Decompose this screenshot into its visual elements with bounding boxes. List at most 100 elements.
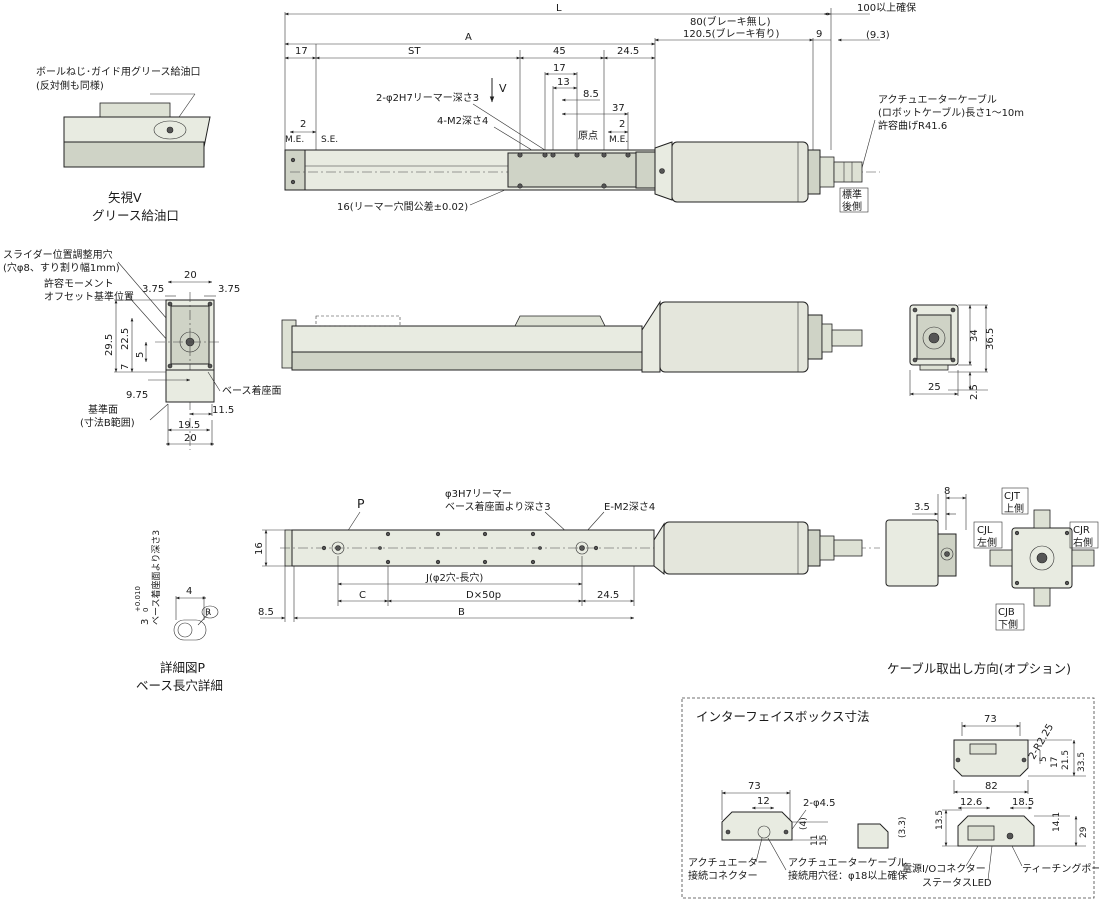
- view-v-label: V: [499, 82, 507, 95]
- ibox-act-cable-1: アクチュエーターケーブル: [788, 856, 907, 869]
- bottom-holes: [321, 531, 599, 565]
- ibox-phi45: 2-φ4.5: [803, 798, 835, 809]
- cjb-1: CJB: [998, 607, 1015, 618]
- slider-hole-label-2: (穴φ8、すり割り幅1mm): [3, 261, 120, 274]
- dim-34: 34: [969, 329, 980, 342]
- dim-2-right: 2: [619, 119, 625, 130]
- me-right-label: M.E.: [609, 135, 628, 145]
- dim-19-5: 19.5: [178, 420, 200, 431]
- ibox-dim-17: 17: [1050, 757, 1060, 768]
- ibox-dim-12: 12: [757, 796, 770, 807]
- ibox-led: ステータスLED: [922, 877, 992, 889]
- e-tap-label: E-M2深さ4: [604, 501, 655, 513]
- detail-tol-low: 0: [142, 608, 150, 612]
- dim-120-5: 120.5(ブレーキ有り): [683, 27, 780, 40]
- dim-5: 5: [135, 352, 146, 358]
- dim-2-5: 2.5: [969, 384, 980, 400]
- dim-24-5-bottom: 24.5: [597, 590, 619, 601]
- detail-tol-up: +0.010: [134, 586, 142, 612]
- dim-17-slider: 17: [553, 63, 566, 74]
- dim-9-75: 9.75: [126, 390, 148, 401]
- ibox-title: インターフェイスボックス寸法: [696, 709, 870, 724]
- view-v-title-1: 矢視V: [108, 190, 142, 205]
- ibox-act-conn-1: アクチュエーター: [688, 857, 768, 869]
- dim-7: 7: [120, 364, 131, 370]
- cjt-2: 上側: [1004, 502, 1024, 515]
- bottom-view: P φ3H7リーマー ベース着座面より深さ3 E-M2深さ4 16: [254, 489, 880, 622]
- ibox-dim-21-5: 21.5: [1061, 750, 1071, 770]
- dim-80: 80(ブレーキ無し): [690, 15, 771, 28]
- p-label: P: [357, 496, 365, 511]
- ibox-act-conn-2: 接続コネクター: [688, 869, 758, 882]
- ibox-dim-5: 5: [1039, 756, 1049, 762]
- ibox-teach: ティーチングポート: [1022, 862, 1099, 875]
- se-label: S.E.: [321, 135, 338, 145]
- dim-8-5-bottom: 8.5: [258, 607, 274, 618]
- dim-J: J(φ2穴-長穴): [425, 571, 483, 584]
- motor-end-view: 34 36.5 25 2.5: [909, 304, 996, 400]
- dim-20-bottom: 20: [184, 433, 197, 444]
- dim-A: A: [465, 32, 472, 43]
- reamer-label-1: φ3H7リーマー: [445, 489, 512, 500]
- dim-13: 13: [557, 77, 570, 88]
- dim-45: 45: [553, 46, 566, 57]
- cable-dir-title: ケーブル取出し方向(オプション): [887, 661, 1071, 676]
- dim-24-5: 24.5: [617, 46, 639, 57]
- moment-label-2: オフセット基準位置: [44, 290, 134, 303]
- view-v-grease: ボールねじ･ガイド用グリース給油口 (反対側も同様) 矢視V グリース給油口: [36, 65, 211, 223]
- dim-ST: ST: [408, 46, 421, 57]
- grease-label-2: (反対側も同様): [36, 79, 104, 92]
- detail-fit: 3: [140, 619, 151, 625]
- ibox-dim-73-top: 73: [984, 714, 997, 725]
- std-label-1: 標準: [842, 188, 862, 201]
- cable-label-1: アクチュエーターケーブル: [878, 93, 997, 106]
- ibox-power: 電源I/Oコネクター: [902, 862, 986, 875]
- dim-L: L: [556, 3, 562, 14]
- dim-29-5: 29.5: [104, 334, 115, 356]
- slider-hole-label-1: スライダー位置調整用穴: [3, 248, 113, 261]
- dim-B: B: [458, 607, 465, 618]
- dim-8-cable: 8: [944, 486, 950, 497]
- cable-direction: 8 3.5 CJT 上側 CJL 左側 CJR 右側 CJB 下側 ケーブル取出…: [885, 486, 1099, 676]
- dim-25: 25: [928, 382, 941, 393]
- reamer-label-2: ベース着座面より深さ3: [445, 500, 551, 513]
- ref-label-1: 基準面: [88, 403, 118, 416]
- detail-p: ベース着座面より深さ3 3 +0.010 0 4 R 詳細図P ベース長穴詳細: [134, 530, 223, 693]
- grease-label-1: ボールねじ･ガイド用グリース給油口: [36, 65, 201, 78]
- dim-3-75-right: 3.75: [218, 284, 240, 295]
- end-view: スライダー位置調整用穴 (穴φ8、すり割り幅1mm) 許容モーメント オフセット…: [3, 248, 282, 450]
- dim-100: 100以上確保: [857, 1, 916, 14]
- ref-label-2: (寸法B範囲): [80, 416, 135, 429]
- moment-label-1: 許容モーメント: [44, 277, 114, 290]
- dim-9-3: (9.3): [866, 30, 890, 41]
- reamer-pitch-label: 16(リーマー穴間公差±0.02): [337, 200, 468, 213]
- cjl-2: 左側: [977, 536, 997, 549]
- base-seat-label: ベース着座面: [222, 384, 282, 397]
- detail-title-1: 詳細図P: [160, 660, 206, 675]
- ibox-dim-12-6: 12.6: [960, 797, 982, 808]
- ibox-dim-82: 82: [985, 781, 998, 792]
- view-v-title-2: グリース給油口: [92, 208, 179, 223]
- origin-label: 原点: [578, 130, 598, 142]
- side-view-middle: [281, 300, 863, 373]
- dim-37: 37: [612, 103, 625, 114]
- dim-3-75-left: 3.75: [142, 284, 164, 295]
- std-label-2: 後側: [842, 200, 862, 213]
- me-left-label: M.E.: [285, 135, 304, 145]
- cjt-1: CJT: [1004, 491, 1021, 502]
- dim-8-5: 8.5: [583, 89, 599, 100]
- dim-D: D×50p: [466, 590, 501, 601]
- cjb-2: 下側: [998, 618, 1018, 631]
- dim-20-top: 20: [184, 270, 197, 281]
- cjr-2: 右側: [1073, 536, 1093, 549]
- ibox-dim-18-5: 18.5: [1012, 797, 1034, 808]
- cjr-1: CJR: [1073, 525, 1090, 536]
- ibox-dim-3-3: (3.3): [898, 817, 908, 838]
- detail-depth-label: ベース着座面より深さ3: [150, 530, 162, 625]
- dim-3-5-cable: 3.5: [914, 502, 930, 513]
- dim-2-left: 2: [300, 119, 306, 130]
- ibox-dim-13-5: 13.5: [935, 810, 945, 830]
- tap-label: 4-M2深さ4: [437, 115, 488, 127]
- pin-hole-label: 2-φ2H7リーマー深さ3: [376, 92, 479, 104]
